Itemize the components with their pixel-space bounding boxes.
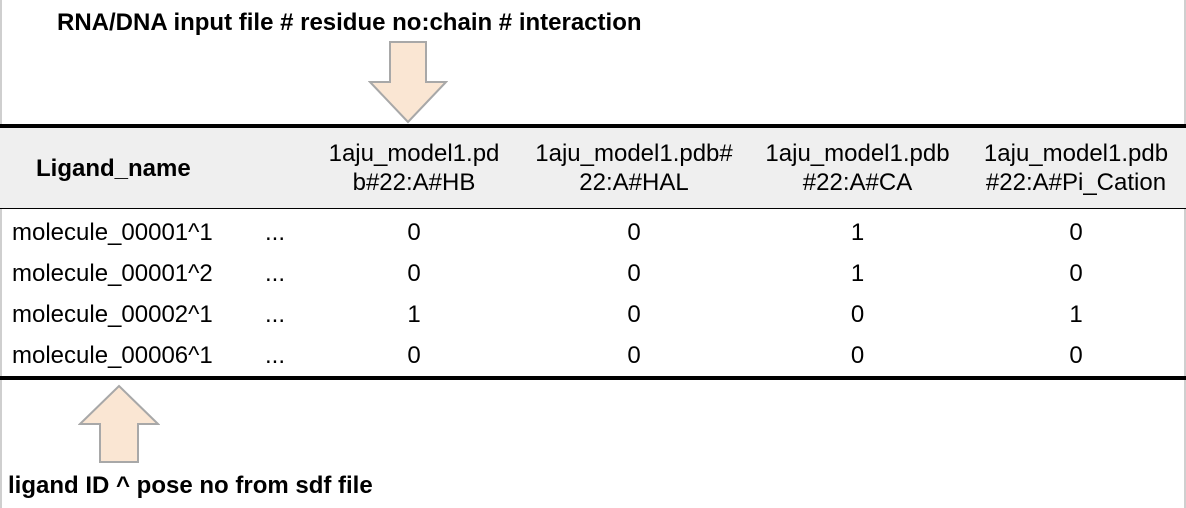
value-cell: 0	[627, 342, 641, 369]
interaction-table: Ligand_name 1aju_model1.pd b#22:A#HB 1aj…	[0, 124, 1186, 380]
value-cell: 0	[1069, 260, 1083, 287]
value-cell: 1	[850, 260, 865, 287]
value-cell: 1	[407, 301, 421, 328]
column-header-hb: 1aju_model1.pd b#22:A#HB	[328, 140, 500, 196]
table-row: molecule_00001^1 ... 0 0 1 0	[0, 212, 1186, 254]
value-cell: 0	[407, 260, 421, 287]
ligand-name-cell: molecule_00006^1	[12, 342, 213, 369]
ligand-name-header: Ligand_name	[36, 154, 191, 182]
ellipsis-cell: ...	[265, 301, 286, 328]
value-cell: 0	[1069, 219, 1083, 246]
value-cell: 0	[850, 301, 865, 328]
ligand-name-cell: molecule_00001^1	[12, 219, 213, 246]
column-format-annotation: RNA/DNA input file # residue no:chain # …	[57, 9, 642, 36]
ligand-name-cell: molecule_00001^2	[12, 260, 213, 287]
up-arrow-icon	[78, 384, 160, 463]
value-cell: 0	[407, 342, 421, 369]
value-cell: 0	[627, 301, 641, 328]
table-row: molecule_00006^1 ... 0 0 0 0	[0, 335, 1186, 377]
value-cell: 0	[850, 342, 865, 369]
ellipsis-cell: ...	[265, 260, 286, 287]
table-bottom-rule	[0, 376, 1186, 380]
value-cell: 1	[850, 219, 865, 246]
column-header-ca: 1aju_model1.pdb #22:A#CA	[765, 140, 950, 196]
table-row: molecule_00002^1 ... 1 0 0 1	[0, 294, 1186, 336]
ligand-name-cell: molecule_00002^1	[12, 301, 213, 328]
table-header-rule	[0, 208, 1186, 209]
value-cell: 0	[627, 260, 641, 287]
column-header-hal: 1aju_model1.pdb# 22:A#HAL	[535, 140, 733, 196]
down-arrow-icon	[368, 41, 448, 124]
value-cell: 1	[1069, 301, 1083, 328]
table-top-rule	[0, 124, 1186, 128]
value-cell: 0	[1069, 342, 1083, 369]
column-header-pi-cation: 1aju_model1.pdb #22:A#Pi_Cation	[983, 140, 1169, 196]
ellipsis-cell: ...	[265, 219, 286, 246]
value-cell: 0	[627, 219, 641, 246]
table-row: molecule_00001^2 ... 0 0 1 0	[0, 253, 1186, 295]
row-format-annotation: ligand ID ^ pose no from sdf file	[8, 472, 373, 499]
table-header-band	[0, 128, 1186, 208]
ellipsis-cell: ...	[265, 342, 286, 369]
value-cell: 0	[407, 219, 421, 246]
